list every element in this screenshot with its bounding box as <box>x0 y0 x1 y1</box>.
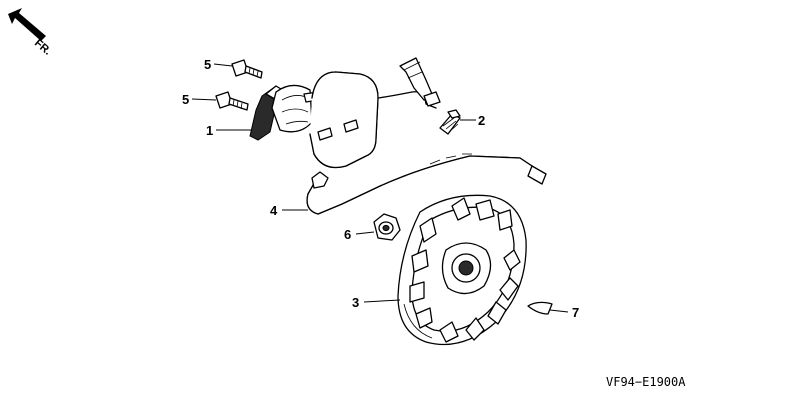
flange-nut <box>373 213 401 241</box>
leader-7 <box>549 309 569 313</box>
bolt-upper <box>231 59 263 79</box>
leader-6 <box>355 231 375 235</box>
callout-5-lower: 5 <box>182 92 189 107</box>
bolt-lower <box>215 91 249 111</box>
callout-3: 3 <box>352 295 359 310</box>
front-direction-arrow-icon <box>8 8 46 41</box>
leader-3 <box>363 299 401 303</box>
leader-5b <box>191 98 217 101</box>
leader-5a <box>213 63 233 67</box>
callout-7: 7 <box>572 305 579 320</box>
spark-plug-cap <box>399 57 441 107</box>
woodruff-key <box>527 301 553 315</box>
callout-2: 2 <box>478 113 485 128</box>
callout-6: 6 <box>344 227 351 242</box>
spring-terminal <box>439 109 461 135</box>
front-direction-label: FR. <box>32 37 53 58</box>
ignition-coil <box>249 84 319 141</box>
stop-switch-wire <box>306 153 547 215</box>
flywheel <box>397 194 527 346</box>
diagram-code: VF94−E1900A <box>606 375 686 389</box>
callout-1: 1 <box>206 123 213 138</box>
spark-plug-wire <box>309 71 437 169</box>
callout-4: 4 <box>270 203 278 218</box>
callout-5-upper: 5 <box>204 57 211 72</box>
